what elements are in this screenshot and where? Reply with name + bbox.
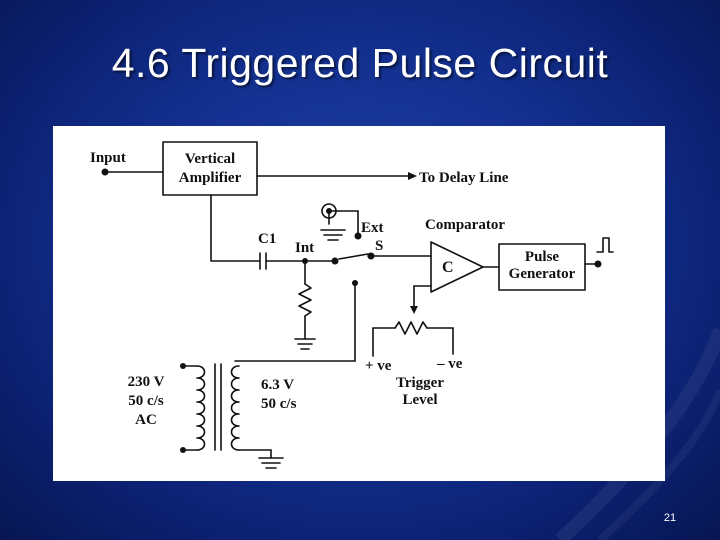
int-terminal xyxy=(331,257,339,265)
input-terminal xyxy=(101,168,109,176)
vertical-amplifier-box xyxy=(162,141,258,196)
label-ext: Ext xyxy=(361,220,384,236)
label-primary-1: 230 V xyxy=(128,374,165,390)
switch-s-terminal xyxy=(367,252,375,260)
label-to-delay-line: To Delay Line xyxy=(419,170,509,186)
label-primary-2: 50 c/s xyxy=(128,393,164,409)
label-c: C xyxy=(442,259,454,276)
label-pulse-generator-2: Generator xyxy=(509,266,576,282)
ext-input-ring xyxy=(321,203,337,219)
amp-to-c1-wire xyxy=(210,194,261,262)
label-plus-ve: + ve xyxy=(365,358,392,374)
label-int: Int xyxy=(295,240,314,256)
slide-title: 4.6 Triggered Pulse Circuit xyxy=(111,40,609,86)
pulse-generator-box xyxy=(498,243,586,291)
label-c1: C1 xyxy=(258,231,276,247)
label-primary-3: AC xyxy=(135,412,157,428)
label-minus-ve: – ve xyxy=(436,356,463,372)
output-terminal xyxy=(594,260,602,268)
label-s: S xyxy=(375,238,383,254)
delay-line-arrow xyxy=(408,172,417,180)
ext-terminal xyxy=(354,232,362,240)
label-pulse-generator-1: Pulse xyxy=(525,249,560,265)
circuit-figure: Input Vertical Amplifier To Delay Line E… xyxy=(53,126,665,481)
label-secondary-2: 50 c/s xyxy=(261,396,297,412)
label-input: Input xyxy=(90,150,126,166)
label-secondary-1: 6.3 V xyxy=(261,377,294,393)
comparator-triangle xyxy=(430,241,484,293)
label-trigger-level-1: Trigger xyxy=(396,375,444,391)
circuit-diagram: Input Vertical Amplifier To Delay Line E… xyxy=(90,141,614,469)
label-vertical-amp-2: Amplifier xyxy=(179,170,242,186)
switch-s-blade xyxy=(338,253,369,260)
pot-wiper-arrow xyxy=(410,306,418,314)
label-vertical-amp-1: Vertical xyxy=(185,151,235,167)
page-number: 21 xyxy=(663,512,677,524)
label-trigger-level-2: Level xyxy=(403,392,438,408)
label-comparator: Comparator xyxy=(425,217,505,233)
